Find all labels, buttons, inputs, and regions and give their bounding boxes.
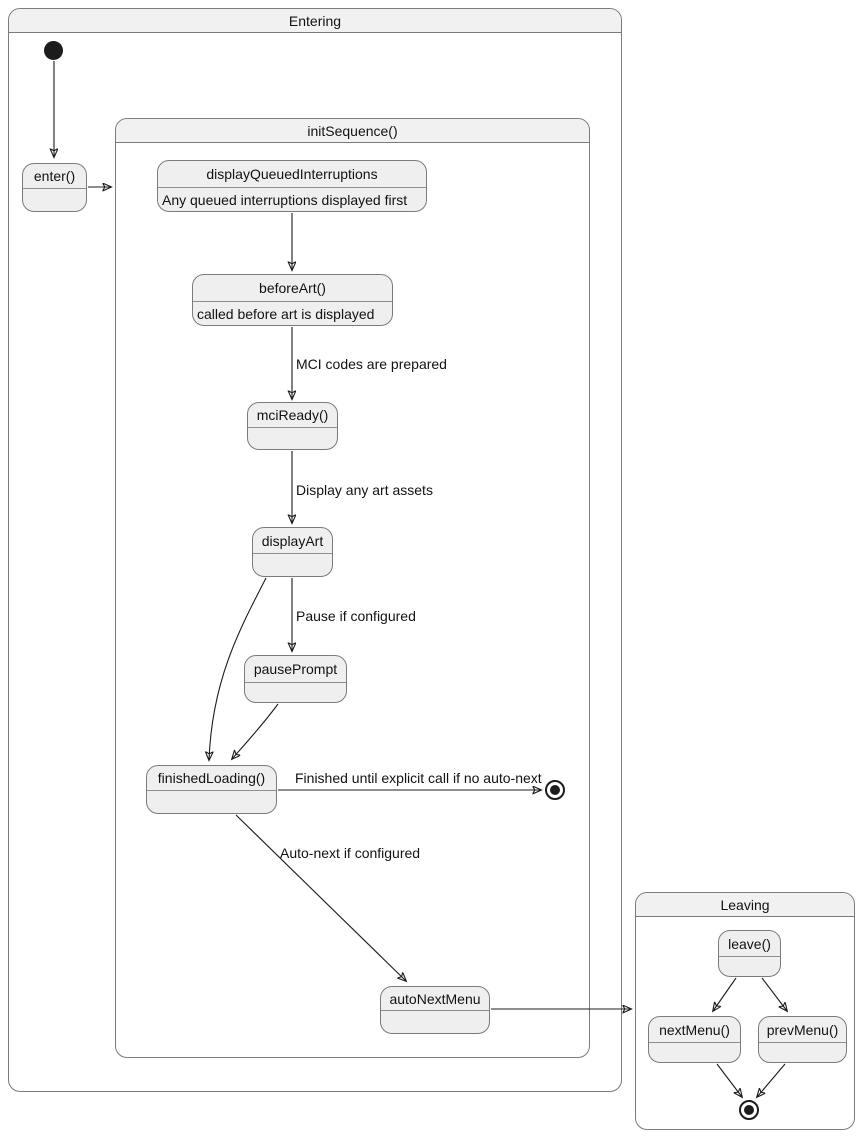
state-display-art: displayArt	[252, 527, 333, 577]
state-prev-menu: prevMenu()	[758, 1016, 847, 1063]
container-leaving-header: Leaving	[636, 893, 854, 917]
state-before-art: beforeArt() called before art is display…	[192, 274, 393, 326]
state-display-queued-interruptions-description: Any queued interruptions displayed first	[162, 191, 408, 208]
state-enter-body	[23, 189, 86, 211]
final-state-leaving	[739, 1100, 759, 1120]
edge-label-display-assets: Display any art assets	[296, 482, 433, 498]
state-mci-ready-label: mciReady()	[248, 403, 337, 428]
container-init-sequence-title: initSequence()	[307, 122, 398, 139]
state-before-art-description: called before art is displayed	[197, 305, 375, 322]
final-state-entering	[545, 780, 565, 800]
state-prev-menu-body	[759, 1043, 846, 1062]
state-enter-label: enter()	[23, 164, 86, 189]
state-leave-label: leave()	[719, 931, 780, 957]
state-auto-next-menu: autoNextMenu	[380, 986, 490, 1034]
state-finished-loading-label: finishedLoading()	[147, 766, 276, 791]
initial-state-dot	[44, 41, 63, 60]
container-entering-title: Entering	[288, 12, 342, 29]
container-init-sequence: initSequence()	[115, 118, 590, 1058]
final-state-entering-dot	[550, 785, 560, 795]
state-mci-ready-body	[248, 428, 337, 449]
state-next-menu: nextMenu()	[648, 1016, 741, 1063]
state-display-queued-interruptions: displayQueuedInterruptions Any queued in…	[157, 160, 427, 212]
state-prev-menu-label: prevMenu()	[759, 1017, 846, 1043]
state-display-art-body	[253, 554, 332, 576]
edge-label-auto-next: Auto-next if configured	[280, 845, 421, 861]
state-display-queued-interruptions-label: displayQueuedInterruptions	[158, 161, 426, 188]
state-finished-loading: finishedLoading()	[146, 765, 277, 814]
state-finished-loading-body	[147, 791, 276, 813]
container-leaving: Leaving	[635, 892, 855, 1130]
final-state-leaving-dot	[744, 1105, 754, 1115]
state-auto-next-menu-label: autoNextMenu	[381, 987, 489, 1011]
state-next-menu-label: nextMenu()	[649, 1017, 740, 1043]
container-leaving-title: Leaving	[720, 896, 770, 913]
state-before-art-label: beforeArt()	[193, 275, 392, 302]
edge-label-mci-prepared: MCI codes are prepared	[296, 356, 447, 372]
edge-label-finished: Finished until explicit call if no auto-…	[295, 770, 542, 786]
state-display-art-label: displayArt	[253, 528, 332, 554]
state-pause-prompt-label: pausePrompt	[245, 656, 346, 683]
state-enter: enter()	[22, 163, 87, 212]
container-entering-header: Entering	[9, 9, 621, 33]
state-leave: leave()	[718, 930, 781, 977]
state-auto-next-menu-body	[381, 1011, 489, 1033]
state-next-menu-body	[649, 1043, 740, 1062]
container-entering: Entering	[8, 8, 622, 1092]
state-leave-body	[719, 957, 780, 976]
edge-label-pause: Pause if configured	[296, 608, 416, 624]
state-pause-prompt-body	[245, 683, 346, 702]
state-mci-ready: mciReady()	[247, 402, 338, 450]
state-pause-prompt: pausePrompt	[244, 655, 347, 703]
container-init-sequence-header: initSequence()	[116, 119, 589, 143]
